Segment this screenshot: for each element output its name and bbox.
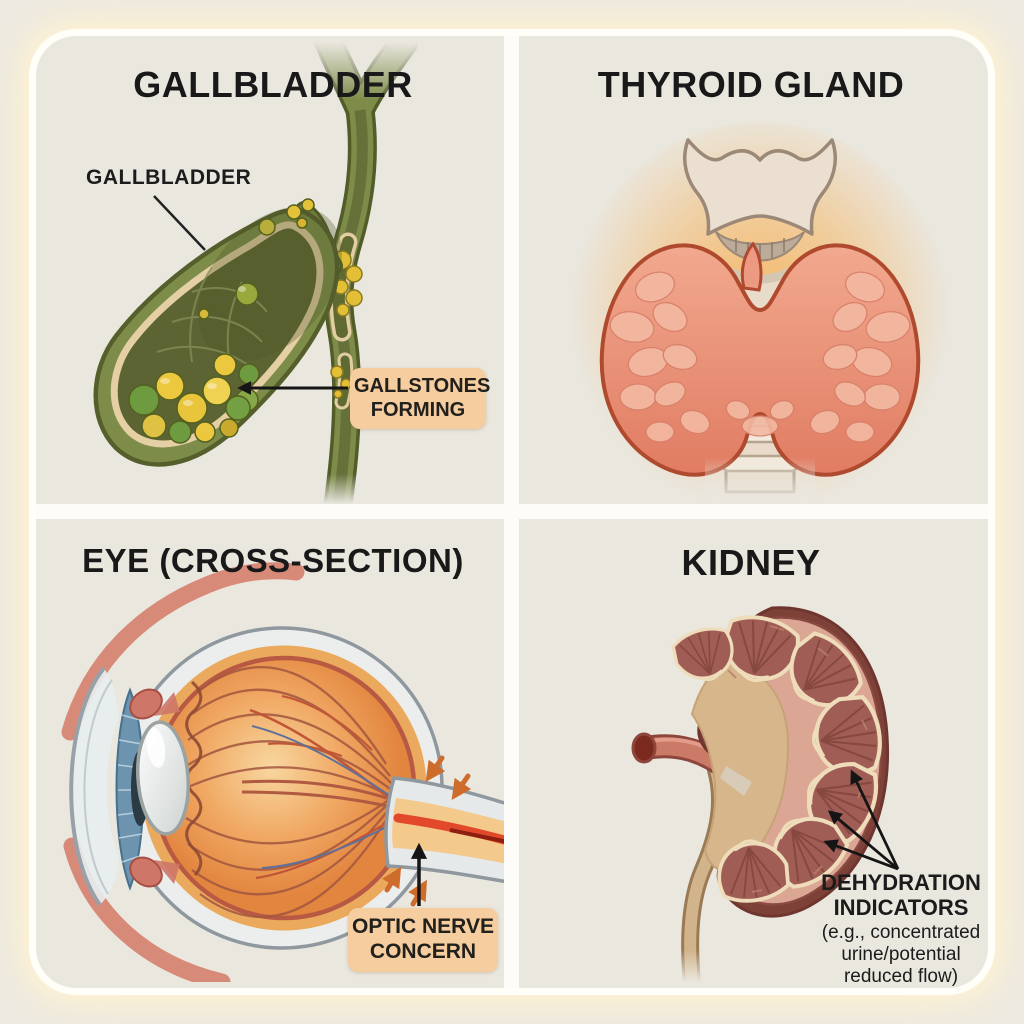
renal-sinus [690,658,790,872]
eye-panel: EYE (CROSS-SECTION) OPTIC NERVE CONCERN [42,520,504,982]
gallbladder-illustration [93,42,424,504]
optic-nerve-callout: OPTIC NERVE CONCERN [348,908,498,972]
dehydration-heading: DEHYDRATION INDICATORS [821,870,981,920]
cortex-marks [727,625,868,893]
kidney-organ [667,606,889,918]
eye-illustration [61,562,504,982]
dehydration-arrows [823,769,900,871]
gallstones [128,198,315,444]
retinal-vessels [249,695,395,880]
dehydration-annotation: DEHYDRATION INDICATORS (e.g., concentrat… [808,870,994,988]
cornea [69,666,119,907]
thyroid-illustration [570,122,950,504]
gallbladder-organ [93,198,342,467]
ora-serrata-fans [185,666,395,918]
gallbladder-title: GALLBLADDER [133,64,413,105]
ciliary-body [129,688,180,888]
iris [115,687,149,891]
kidney-panel: KIDNEY DEHYDRATION INDICATORS (e.g., con… [520,520,982,987]
thyroid-title: THYROID GLAND [597,64,905,105]
kidney-title: KIDNEY [681,542,821,583]
gallstones-callout: GALLSTONES FORMING [350,368,490,430]
kidney-illustration [631,606,900,982]
gallbladder-panel: GALLBLADDER GALLBLADDER GALLSTONES FORMI… [42,42,504,504]
thyroid-panel: THYROID GLAND [520,42,982,504]
gallbladder-pointer-line [153,195,206,251]
lens [136,720,190,836]
optic-nerve [384,776,504,884]
eye-muscles [61,562,305,982]
thyroid-gland [599,241,921,477]
gallbladder-organ-label: GALLBLADDER [86,166,252,189]
horizontal-divider [36,504,988,519]
dehydration-detail: (e.g., concentrated urine/potential redu… [821,922,981,988]
eye-title: EYE (CROSS-SECTION) [82,542,464,579]
gland-lobules [609,271,911,443]
